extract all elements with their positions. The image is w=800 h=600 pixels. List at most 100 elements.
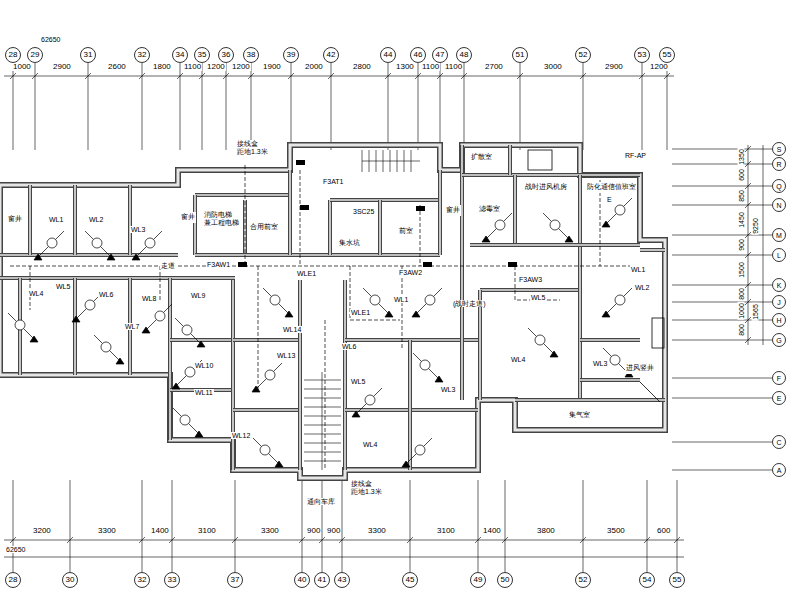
room-label: 防化通信值班室 xyxy=(586,182,637,193)
dimension-text: 1100 xyxy=(183,63,202,71)
annotation-text: 62650 xyxy=(40,36,61,43)
dimension-text: 2800 xyxy=(352,63,372,71)
annotation-text: WL3 xyxy=(440,386,456,393)
axis-label: C xyxy=(776,439,781,446)
dimension-text: 1000 xyxy=(12,63,32,71)
room-label: 合用前室 xyxy=(249,222,279,233)
dimension-text: 900 xyxy=(738,238,745,252)
light-fixtures xyxy=(8,198,633,467)
room-name: 集气室 xyxy=(569,411,590,419)
dimension-text: 900 xyxy=(326,527,341,535)
room-name: 扩散室 xyxy=(471,153,492,161)
annotation-text: 接线盒 距地1.3米 xyxy=(350,480,396,496)
dimension-text: 1200 xyxy=(649,63,669,71)
room-name: 窗井 xyxy=(8,215,22,223)
axis-label: 28 xyxy=(9,51,18,59)
annotation-text: 接线盒 距地1.3米 xyxy=(236,140,282,156)
room-label: 前室 xyxy=(398,226,414,237)
annotation-text: WL4 xyxy=(510,356,526,363)
distribution-panels xyxy=(238,160,517,267)
annotation-text: WL2 xyxy=(634,284,650,291)
dimension-text: 1200 xyxy=(206,63,226,71)
dimension-text: 2700 xyxy=(484,63,504,71)
dimension-text: 1450 xyxy=(738,211,745,229)
annotation-text: 62650 xyxy=(5,546,26,553)
axis-label: J xyxy=(777,299,781,306)
dimension-text: 2000 xyxy=(304,63,324,71)
annotation-text: F3AW2 xyxy=(398,269,423,276)
room-label: 消防电梯 兼工程电梯 xyxy=(203,210,243,229)
annotation-text: 通向车库 xyxy=(306,498,336,505)
annotation-text: F3AT1 xyxy=(322,178,345,185)
dimension-text: 1000 xyxy=(738,302,745,320)
dimension-text: 1200 xyxy=(231,63,251,71)
room-label: 窗井 xyxy=(180,212,196,223)
axis-label: 52 xyxy=(579,576,588,584)
axis-label: E xyxy=(777,395,782,402)
room-label: 扩散室 xyxy=(470,152,493,163)
room-name: 进风竖井 xyxy=(626,364,654,372)
annotation-text: WL6 xyxy=(341,343,357,350)
axis-label: A xyxy=(777,467,782,474)
annotation-text: WL3 xyxy=(592,360,608,367)
axis-label: 35 xyxy=(198,51,207,59)
dimension-text: 800 xyxy=(738,323,745,337)
annotation-text: RF-AP xyxy=(624,152,647,159)
dimension-text: 3100 xyxy=(197,527,217,535)
shaft xyxy=(528,150,552,170)
room-label: 滤毒室 xyxy=(478,204,501,215)
axis-label: M xyxy=(776,232,782,239)
axis-label: 46 xyxy=(414,51,423,59)
room-name: 合用前室 xyxy=(250,223,278,231)
axis-label: Q xyxy=(776,183,781,190)
annotation-text: WL13 xyxy=(276,352,296,359)
axis-label: F xyxy=(777,375,781,382)
axis-label: S xyxy=(777,146,782,153)
dimension-text: 3100 xyxy=(436,527,456,535)
stairs xyxy=(304,150,420,470)
dimension-text: 2600 xyxy=(107,63,127,71)
dimension-text: 1300 xyxy=(395,63,415,71)
axis-label: R xyxy=(776,161,781,168)
annotation-text: WL5 xyxy=(55,283,71,290)
annotation-text: 走道 xyxy=(160,262,176,269)
annotation-text: WL14 xyxy=(282,326,302,333)
axis-label: H xyxy=(776,317,781,324)
axis-label: 55 xyxy=(663,51,672,59)
axis-label: 36 xyxy=(222,51,231,59)
dimension-text: 1100 xyxy=(444,63,463,71)
dimension-text: 1100 xyxy=(421,63,440,71)
axis-label: L xyxy=(777,252,781,259)
dimension-text: 600 xyxy=(656,527,671,535)
annotation-text: WL11 xyxy=(194,389,214,396)
annotation-text: WLE1 xyxy=(296,270,317,277)
axis-label: 32 xyxy=(138,576,147,584)
axis-label: K xyxy=(777,282,782,289)
room-name: 消防电梯 兼工程电梯 xyxy=(204,211,242,227)
dimension-text: 3500 xyxy=(606,527,626,535)
dimension-text: 2900 xyxy=(604,63,624,71)
annotation-text: F3AW1 xyxy=(206,261,231,268)
door-swing xyxy=(640,382,660,402)
annotation-text: WL5 xyxy=(530,294,546,301)
axis-label: 29 xyxy=(31,51,40,59)
axis-label: 38 xyxy=(247,51,256,59)
axis-label: 32 xyxy=(138,51,147,59)
room-name: 窗井 xyxy=(446,206,460,214)
axis-label: 39 xyxy=(287,51,296,59)
dimension-text: 3300 xyxy=(367,527,387,535)
walls xyxy=(0,145,665,478)
axis-label: N xyxy=(776,202,781,209)
annotation-text: F3AW3 xyxy=(518,276,543,283)
room-label: 窗井 xyxy=(445,205,461,216)
axis-label: 37 xyxy=(231,576,240,584)
axis-label: 41 xyxy=(318,576,327,584)
axis-label: 48 xyxy=(460,51,469,59)
annotation-text: WL1 xyxy=(48,216,64,223)
axis-label: 43 xyxy=(338,576,347,584)
wiring xyxy=(10,165,630,470)
axis-label: 33 xyxy=(168,576,177,584)
dimension-text: 3000 xyxy=(543,63,563,71)
axis-lines xyxy=(4,63,772,572)
room-label: 集气室 xyxy=(568,410,591,421)
